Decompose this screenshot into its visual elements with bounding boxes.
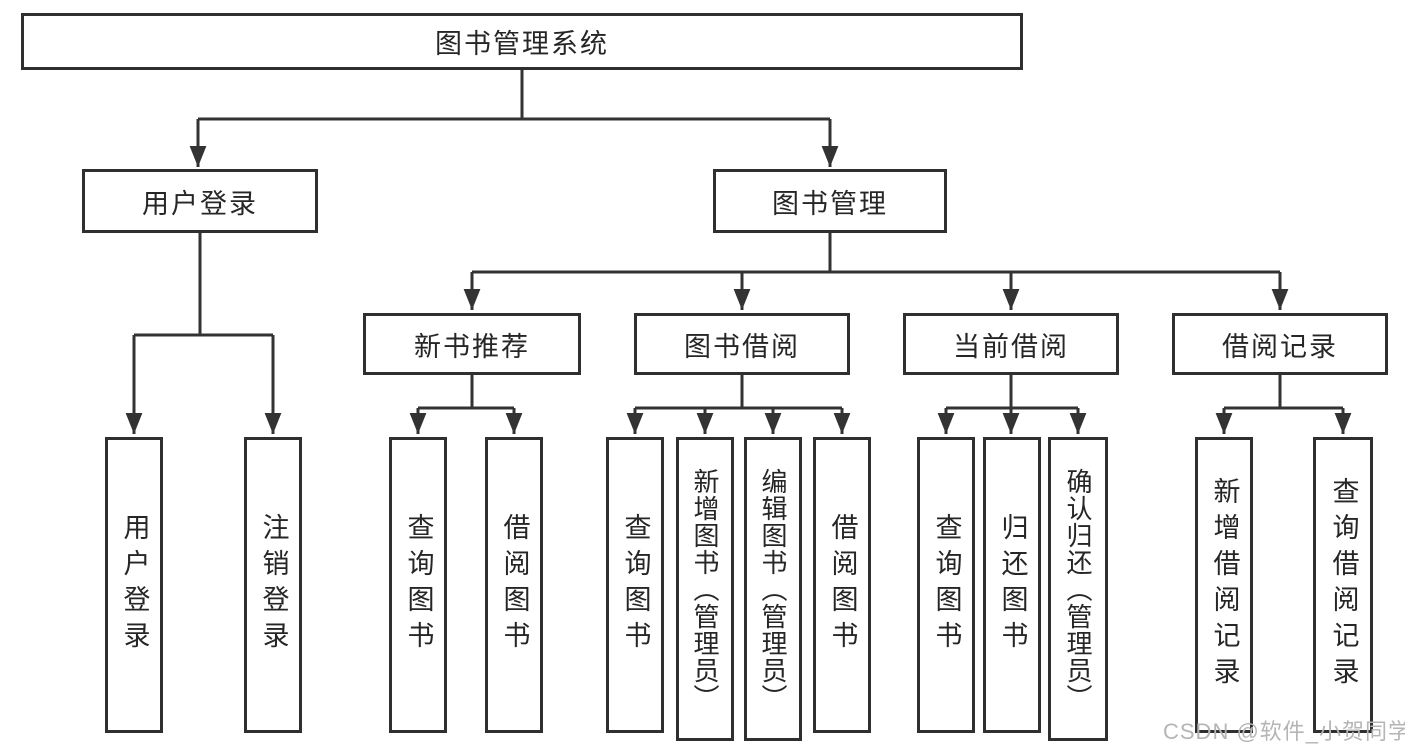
leaf-nbr-query-books: 查询图书	[389, 437, 447, 733]
leaf-bb-borrow-books-label: 借阅图书	[827, 513, 858, 657]
node-current-borrowing: 当前借阅	[903, 313, 1119, 375]
node-user-login-label: 用户登录	[142, 188, 258, 219]
node-new-book-recommend-label: 新书推荐	[414, 331, 530, 362]
leaf-cb-return-books-label: 归还图书	[997, 513, 1028, 657]
leaf-bb-borrow-books: 借阅图书	[813, 437, 871, 733]
node-book-borrowing: 图书借阅	[634, 313, 850, 375]
node-root: 图书管理系统	[21, 13, 1023, 70]
node-borrowing-records-label: 借阅记录	[1222, 331, 1338, 362]
node-root-label: 图书管理系统	[435, 29, 609, 59]
leaf-br-query-record-label: 查询借阅记录	[1328, 477, 1359, 693]
leaf-br-add-record-label: 新增借阅记录	[1209, 477, 1240, 693]
leaf-br-add-record: 新增借阅记录	[1195, 437, 1253, 733]
node-book-management: 图书管理	[713, 169, 947, 233]
leaf-nbr-borrow-books: 借阅图书	[485, 437, 543, 733]
node-new-book-recommend: 新书推荐	[363, 313, 581, 375]
leaf-user-login: 用户登录	[105, 437, 163, 733]
leaf-cb-query-books-label: 查询图书	[931, 513, 962, 657]
leaf-user-login-label: 用户登录	[119, 513, 150, 657]
node-book-borrowing-label: 图书借阅	[684, 331, 800, 362]
leaf-cb-return-books: 归还图书	[983, 437, 1041, 733]
leaf-bb-query-books: 查询图书	[606, 437, 664, 733]
leaf-cb-query-books: 查询图书	[917, 437, 975, 733]
leaf-cb-confirm-return-admin: 确认归还（管理员）	[1048, 437, 1108, 741]
leaf-nbr-borrow-books-label: 借阅图书	[499, 513, 530, 657]
node-user-login: 用户登录	[82, 169, 318, 233]
leaf-cb-confirm-return-admin-label: 确认归还（管理员）	[1063, 467, 1093, 711]
leaf-bb-add-books-admin: 新增图书（管理员）	[676, 437, 734, 741]
leaf-logout: 注销登录	[244, 437, 302, 733]
leaf-bb-add-books-admin-label: 新增图书（管理员）	[690, 467, 720, 711]
leaf-bb-query-books-label: 查询图书	[620, 513, 651, 657]
node-borrowing-records: 借阅记录	[1172, 313, 1388, 375]
leaf-bb-edit-books-admin-label: 编辑图书（管理员）	[758, 467, 788, 711]
watermark: CSDN @软件_小贺同学	[1163, 719, 1405, 744]
leaf-bb-edit-books-admin: 编辑图书（管理员）	[744, 437, 802, 741]
node-book-management-label: 图书管理	[772, 188, 888, 219]
leaf-br-query-record: 查询借阅记录	[1313, 437, 1373, 733]
node-current-borrowing-label: 当前借阅	[953, 331, 1069, 362]
leaf-nbr-query-books-label: 查询图书	[403, 513, 434, 657]
leaf-logout-label: 注销登录	[258, 513, 289, 657]
